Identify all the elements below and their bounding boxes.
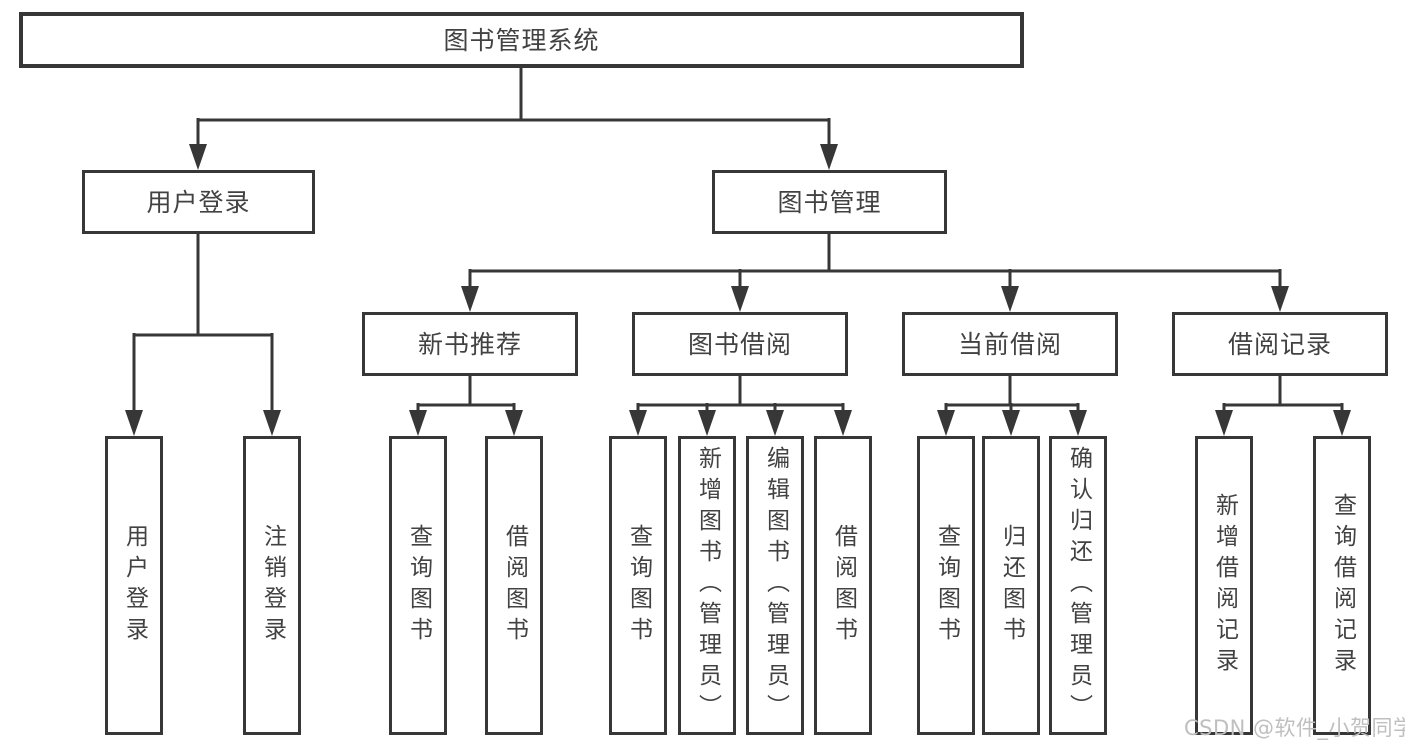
node-root-system: 图书管理系统: [19, 12, 1024, 68]
leaf-recommend-query-books: 查询图书: [389, 436, 447, 735]
leaf-current-query-books: 查询图书: [917, 436, 975, 735]
leaf-user-login: 用户登录: [105, 436, 163, 735]
node-book-borrowing: 图书借阅: [632, 312, 848, 376]
leaf-logout: 注销登录: [243, 436, 301, 735]
leaf-recommend-borrow-books: 借阅图书: [485, 436, 543, 735]
node-user-login-branch: 用户登录: [82, 170, 315, 234]
node-new-book-recommend: 新书推荐: [362, 312, 578, 376]
node-borrowing-records: 借阅记录: [1172, 312, 1388, 376]
leaf-borrowing-add-books-admin: 新增图书（管理员）: [678, 436, 736, 735]
leaf-borrowing-edit-books-admin: 编辑图书（管理员）: [746, 436, 804, 735]
leaf-current-return-books: 归还图书: [982, 436, 1040, 735]
node-book-management-branch: 图书管理: [712, 170, 947, 234]
node-current-borrowing: 当前借阅: [902, 312, 1118, 376]
csdn-watermark: CSDN @软件_小贺同学: [1184, 716, 1405, 740]
leaf-records-query-borrow-record: 查询借阅记录: [1313, 436, 1371, 735]
leaf-current-confirm-return-admin: 确认归还（管理员）: [1049, 436, 1107, 735]
leaf-records-add-borrow-record: 新增借阅记录: [1195, 436, 1253, 735]
leaf-borrowing-query-books: 查询图书: [609, 436, 667, 735]
leaf-borrowing-borrow-books: 借阅图书: [814, 436, 872, 735]
